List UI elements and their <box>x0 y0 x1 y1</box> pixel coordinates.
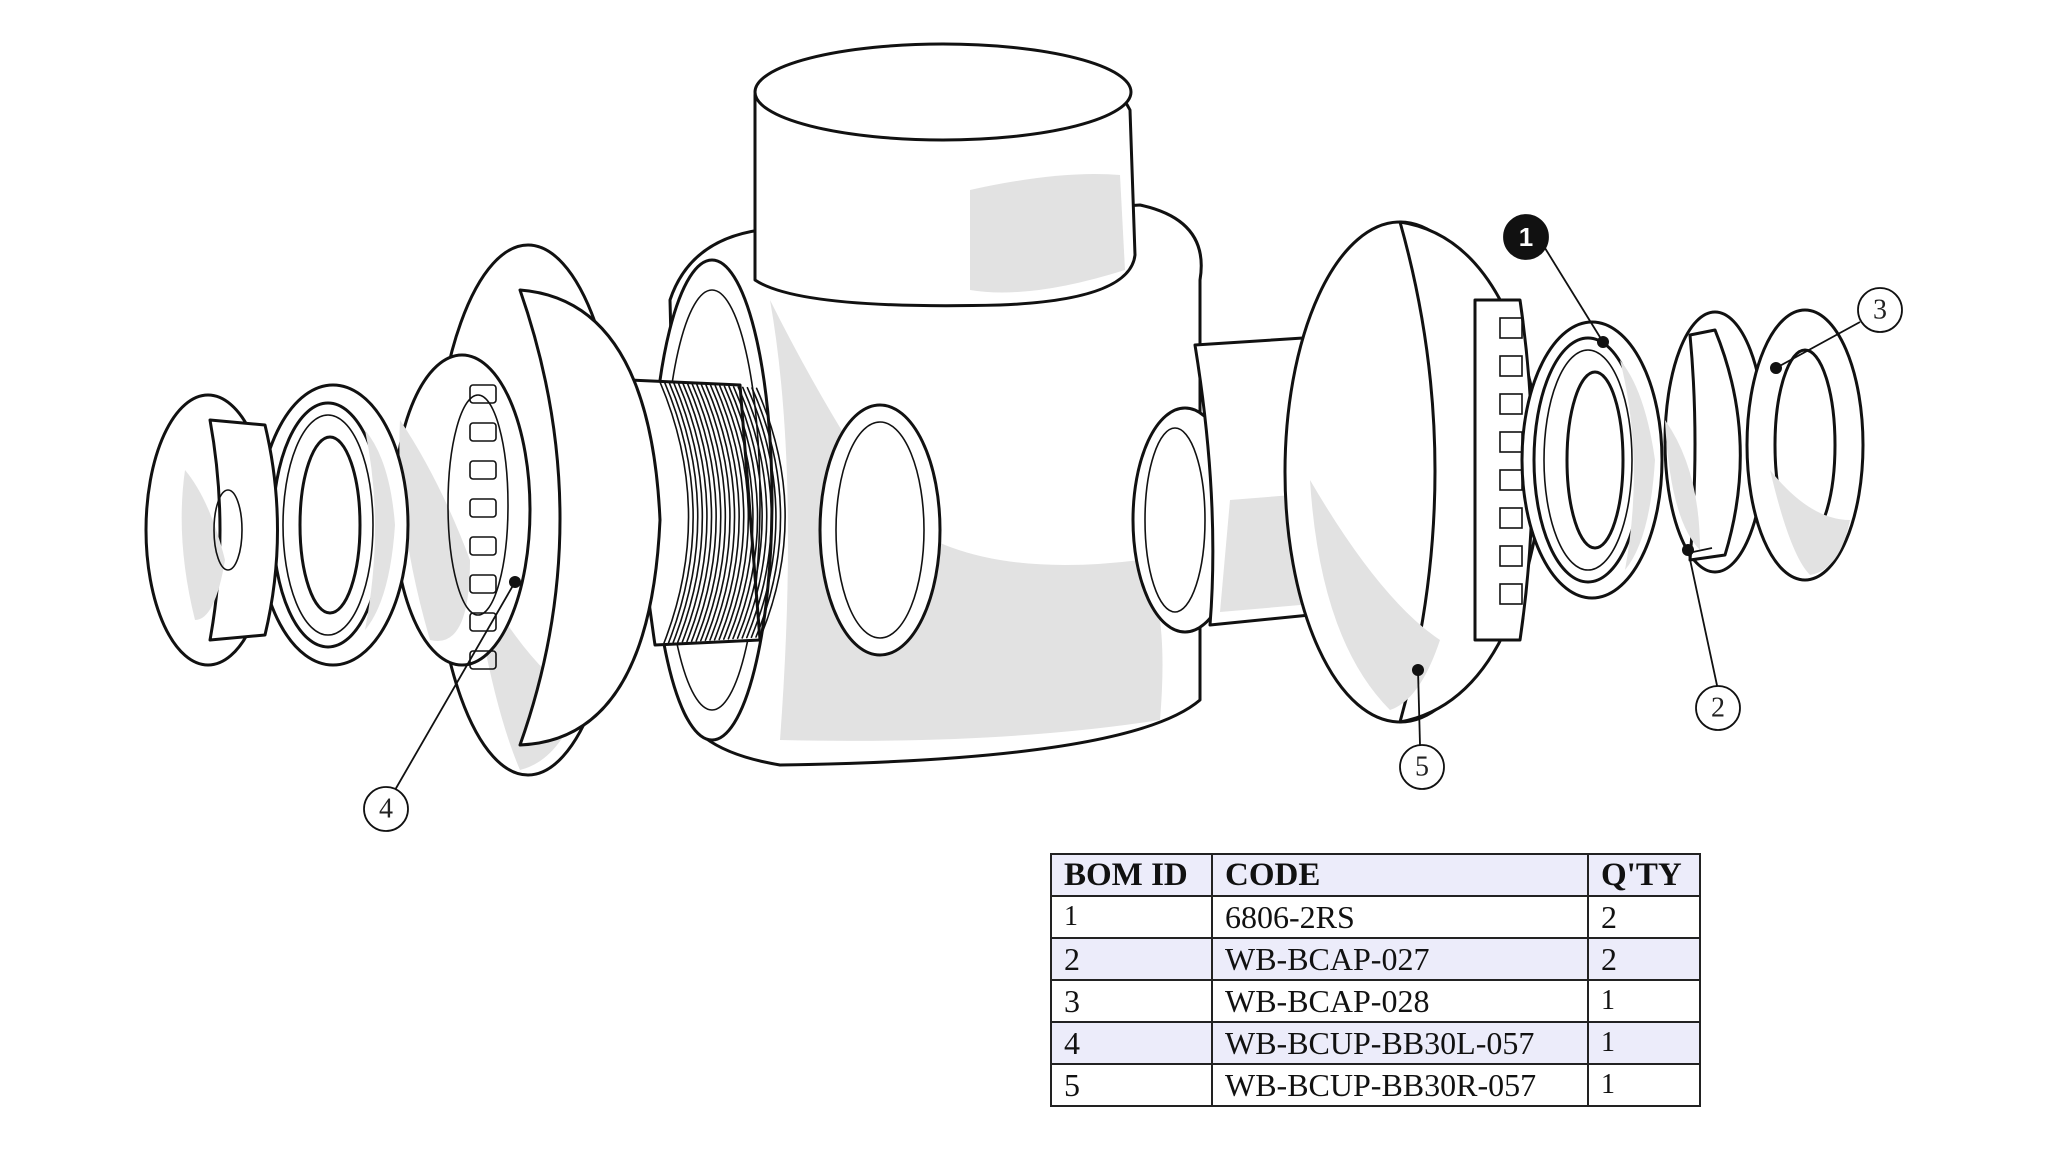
callout-1: 1 <box>1503 214 1609 348</box>
thread-line <box>705 384 736 641</box>
callout-5: 5 <box>1399 664 1445 790</box>
bom-cell-id: 3 <box>1050 979 1213 1023</box>
table-row: 3 WB-BCAP-028 1 <box>1050 979 1701 1023</box>
cup-notch <box>1499 583 1523 605</box>
table-row: 4 WB-BCUP-BB30L-057 1 <box>1050 1021 1701 1065</box>
bom-cell-qty: 2 <box>1587 895 1701 939</box>
thread-line <box>668 381 699 644</box>
thread-line <box>696 383 727 642</box>
thread-line <box>677 382 708 643</box>
callout-2-label: 2 <box>1711 693 1725 724</box>
callout-3-label: 3 <box>1873 295 1887 326</box>
thread-line <box>732 386 763 639</box>
bom-table: BOM ID CODE Q'TY 1 6806-2RS 2 2 WB-BCAP-… <box>1050 853 1701 1107</box>
bom-cell-id: 4 <box>1050 1021 1213 1065</box>
thread-line <box>663 381 694 644</box>
cup-notch <box>1499 393 1523 415</box>
bom-cell-code: WB-BCUP-BB30R-057 <box>1211 1063 1589 1107</box>
callout-1-circle <box>1503 214 1549 260</box>
thread-line <box>673 382 704 643</box>
bom-cell-code: 6806-2RS <box>1211 895 1589 939</box>
cup-notch <box>469 574 497 594</box>
bom-cell-id: 5 <box>1050 1063 1213 1107</box>
bom-cell-code: WB-BCAP-027 <box>1211 937 1589 981</box>
cup-notch <box>469 536 497 556</box>
bom-cell-code: WB-BCUP-BB30L-057 <box>1211 1021 1589 1065</box>
cup-notch <box>1499 355 1523 377</box>
table-row: 5 WB-BCUP-BB30R-057 1 <box>1050 1063 1701 1107</box>
cup-notch <box>1499 545 1523 567</box>
bom-cell-qty: 1 <box>1587 1063 1701 1107</box>
bom-cell-qty: 1 <box>1587 979 1701 1023</box>
thread-line <box>728 385 759 640</box>
left-bearing <box>256 383 410 667</box>
thread-line <box>686 383 717 642</box>
bom-header-code: CODE <box>1211 853 1589 897</box>
thread-line <box>746 386 777 639</box>
thread-line <box>682 382 713 643</box>
cup-notch <box>469 612 497 632</box>
thread-line <box>742 386 773 639</box>
cup-notch <box>469 422 497 442</box>
callout-1-label: 1 <box>1519 222 1533 252</box>
cup-notch <box>469 384 497 404</box>
cup-notch <box>1499 317 1523 339</box>
table-row: 2 WB-BCAP-027 2 <box>1050 937 1701 981</box>
bom-cell-id: 1 <box>1050 895 1213 939</box>
cup-notch <box>469 498 497 518</box>
left-cup-part-4 <box>392 243 662 777</box>
thread-line <box>737 386 768 639</box>
thread-line <box>691 383 722 642</box>
callout-3-circle <box>1857 287 1903 333</box>
callout-4: 4 <box>363 576 521 832</box>
bom-cell-id: 2 <box>1050 937 1213 981</box>
callout-4-circle <box>363 786 409 832</box>
thread-line <box>659 381 690 644</box>
bom-cell-code: WB-BCAP-028 <box>1211 979 1589 1023</box>
bom-header-id: BOM ID <box>1050 853 1213 897</box>
callout-2: 2 <box>1682 544 1741 731</box>
table-row: 1 6806-2RS 2 <box>1050 895 1701 939</box>
bom-header-row: BOM ID CODE Q'TY <box>1050 853 1701 897</box>
thread-line <box>700 383 731 642</box>
thread-line <box>755 387 786 638</box>
callout-4-label: 4 <box>379 794 393 825</box>
thread-line <box>751 387 782 638</box>
right-cup-part-5 <box>1283 220 1547 724</box>
thread-line <box>719 385 750 640</box>
cup-notch <box>469 460 497 480</box>
callout-5-circle <box>1399 744 1445 790</box>
callout-3: 3 <box>1770 287 1903 374</box>
bom-cell-qty: 1 <box>1587 1021 1701 1065</box>
callout-5-label: 5 <box>1415 752 1429 783</box>
thread-line <box>709 384 740 641</box>
bom-cell-qty: 2 <box>1587 937 1701 981</box>
right-bearing-part-1 <box>1520 320 1664 600</box>
callout-2-circle <box>1695 685 1741 731</box>
cup-notch <box>1499 507 1523 529</box>
thread-line <box>723 385 754 640</box>
thread-line <box>714 384 745 641</box>
bom-header-qty: Q'TY <box>1587 853 1701 897</box>
washer-part-3 <box>1745 308 1865 582</box>
left-cap <box>144 393 279 667</box>
right-cap-part-2 <box>1663 310 1767 574</box>
